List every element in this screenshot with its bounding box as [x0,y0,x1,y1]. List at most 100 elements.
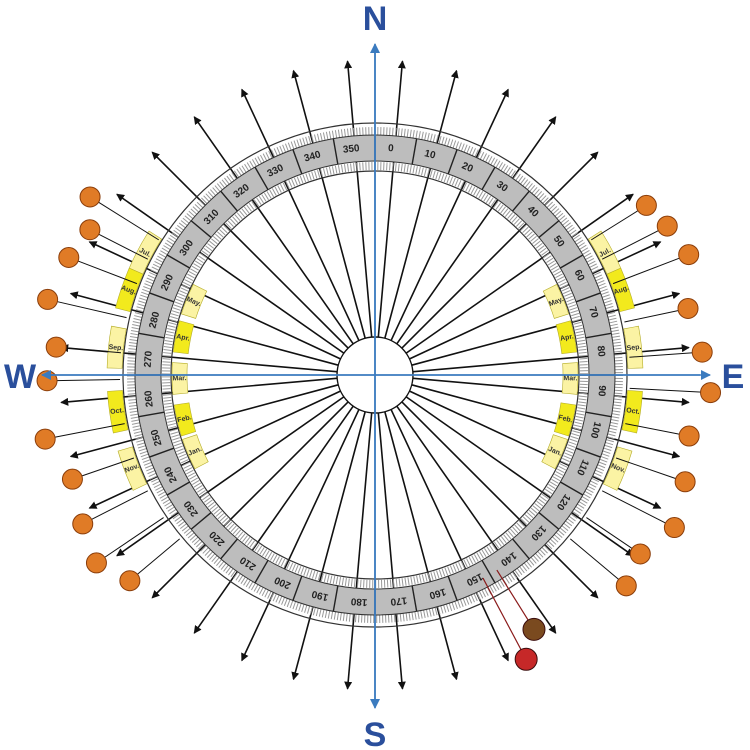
sun-marker-line [97,201,160,241]
month-outer-west-band [115,267,144,313]
direction-ray [395,404,557,634]
sun-marker [37,288,59,310]
degree-label: 250 [149,428,164,447]
direction-ray [193,404,355,634]
month-bands: Jul.Aug.Sep.Oct.Nov.May.Apr.Mar.Feb.Jan.… [106,230,644,491]
degree-tick [575,292,601,303]
degree-tick [559,481,584,496]
degree-tick [585,332,612,339]
sun-marker-line [53,423,125,438]
degree-tick [166,481,191,496]
degree-tick [585,411,612,418]
month-inner-east-band [553,402,577,437]
direction-ray [88,389,342,509]
month-inner-west-band [181,284,208,319]
sun-marker-line [80,457,135,477]
direction-ray [151,400,350,599]
month-outer-west-band [117,446,148,491]
month-inner-east-label: Apr. [560,333,575,342]
degree-tick [149,447,175,458]
sun-marker [678,425,700,447]
month-outer-west-label: Sep. [108,344,123,353]
sun-marker-line [624,309,680,323]
east-label: E [722,358,745,396]
degree-tick [190,512,212,530]
degree-tick [512,538,530,560]
direction-ray [377,411,406,690]
direction-ray [408,241,662,361]
sun-marker-line [56,378,121,382]
west-label: W [4,358,37,396]
direction-ray [383,410,459,681]
month-inner-east-label: Jan. [547,446,563,458]
direction-ray [344,60,373,339]
direction-ray [408,389,662,509]
direction-ray [116,193,346,355]
direction-ray [411,344,690,373]
month-inner-west-label: Apr. [176,333,191,342]
direction-rays [60,60,690,690]
month-outer-east-band [606,267,635,313]
direction-ray [389,88,509,342]
month-inner-east-label: Feb. [558,414,574,424]
direction-ray [291,410,367,681]
sun-marker [61,468,83,490]
month-outer-east-band [602,446,633,491]
sun-marker [34,428,56,450]
sun-marker-line [77,260,138,285]
month-outer-east-band [623,325,644,369]
direction-ray [241,88,361,342]
degree-tick [254,166,269,191]
degree-tick [447,575,458,601]
month-inner-east-band [555,320,578,355]
degree-tick [190,220,212,238]
sun-marker [45,336,67,358]
sun-marker-line [90,490,149,521]
degree-label: 0 [388,143,395,154]
degree-label: 180 [350,595,368,607]
sun-marker-line [103,517,164,559]
sun-marker-line [612,257,681,285]
sun-marker [72,513,94,535]
degree-label: 60 [572,268,587,283]
sun-marker [79,219,101,241]
month-inner-east-band [542,284,569,319]
direction-ray [404,395,634,557]
month-outer-east-band [621,390,643,434]
sun-marker [615,575,637,597]
degree-label: 270 [143,350,155,368]
direction-ray [241,408,361,662]
direction-ray [383,69,459,340]
degree-tick [332,138,339,165]
degree-label: 170 [389,594,407,607]
direction-ray [395,116,557,346]
degree-tick [538,220,560,238]
direction-ray [344,411,373,690]
sun-marker [677,297,699,319]
degree-tick [220,190,238,212]
month-outer-west-band [106,325,127,369]
degree-tick [411,138,418,165]
sun-marker-line [629,387,702,393]
month-inner-west-label: Jan. [187,446,203,458]
month-outer-east-label: Nov. [610,463,626,475]
month-outer-west-label: Aug. [120,285,137,297]
sun-marker-line [136,538,180,576]
sun-marker [119,570,141,592]
sun-marker [663,517,685,539]
direction-ray [116,395,346,557]
direction-ray [400,400,599,599]
month-inner-east-label: Mar. [563,375,577,382]
sun-marker-line [586,517,634,550]
sun-marker-line [65,347,122,354]
degree-tick [138,332,165,339]
sun-marker-line [97,233,149,260]
degree-label: 80 [595,345,607,358]
direction-ray [411,377,690,406]
degree-label: 90 [595,385,607,397]
south-label: S [364,716,387,750]
month-inner-east-band [561,362,579,395]
month-outer-east-label: Jul. [598,247,612,259]
degree-label: 100 [588,420,603,439]
